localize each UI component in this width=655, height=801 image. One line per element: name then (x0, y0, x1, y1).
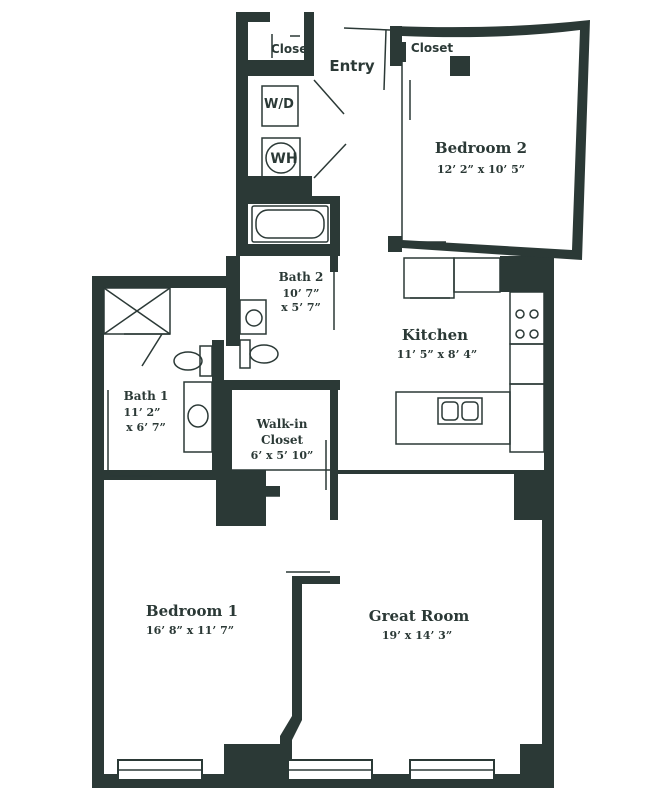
bath2-dim2: x 5’ 7” (281, 301, 321, 314)
bath1-dim2: x 6’ 7” (126, 421, 166, 434)
kitchen-dim: 11’ 5” x 8’ 4” (396, 348, 478, 361)
bath2-name: Bath 2 (278, 270, 324, 284)
walkin-dim: 6’ x 5’ 10” (250, 449, 314, 462)
wd-label: W/D (264, 97, 294, 112)
bath2-dim1: 10’ 7” (282, 287, 320, 300)
walkin-name1: Walk-in (256, 417, 308, 431)
wh-label: WH (270, 151, 298, 167)
kitchen-name: Kitchen (401, 326, 469, 344)
bedroom2-name: Bedroom 2 (434, 139, 528, 157)
bedroom2-dim: 12’ 2” x 10’ 5” (436, 163, 526, 176)
entry-label: Entry (329, 57, 375, 75)
walls (92, 12, 590, 788)
closet-right-label: Closet (410, 41, 454, 55)
bedroom1-name: Bedroom 1 (145, 602, 239, 620)
bath1-name: Bath 1 (123, 389, 169, 403)
bedroom1-dim: 16’ 8” x 11’ 7” (145, 624, 235, 637)
walkin-name2: Closet (260, 433, 304, 447)
bath1-dim1: 11’ 2” (123, 406, 161, 419)
great-room-name: Great Room (368, 607, 470, 625)
windows (117, 759, 495, 781)
fixtures (103, 27, 545, 573)
closet-left-label: Closet (270, 42, 314, 56)
great-room-dim: 19’ x 14’ 3” (381, 629, 453, 642)
